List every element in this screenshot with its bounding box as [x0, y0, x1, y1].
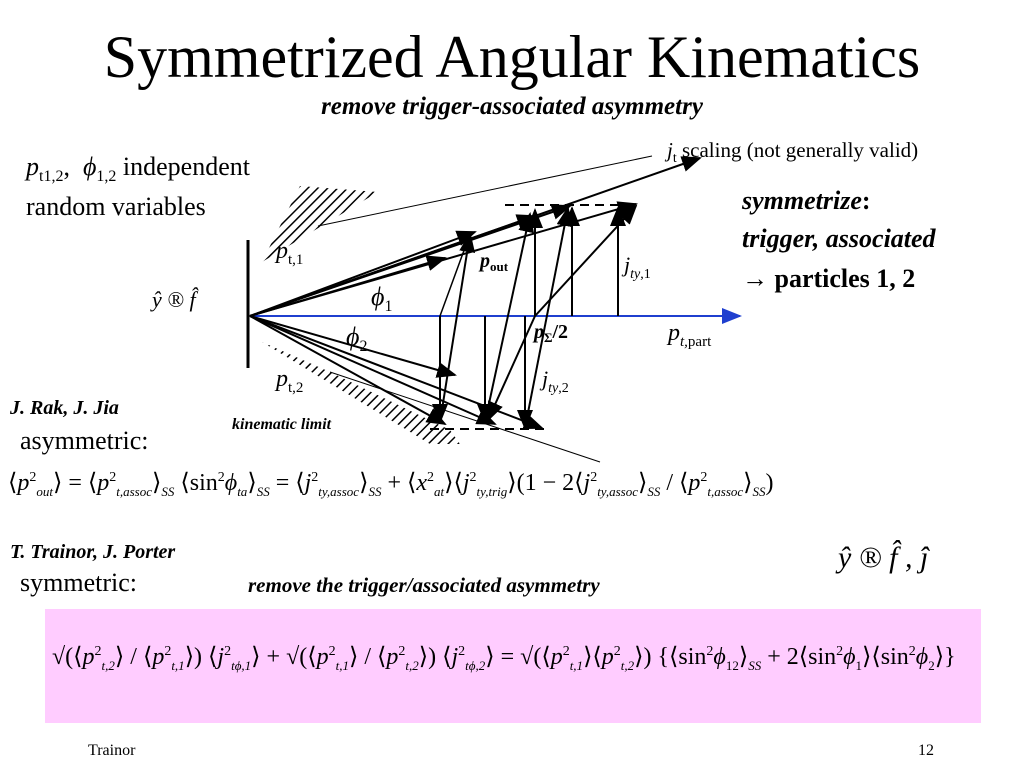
axis-relation-label: ŷ ® f̂ — [150, 287, 199, 312]
label-pt1: pt,1 — [274, 238, 303, 268]
variables-note-line2: random variables — [26, 192, 206, 221]
vector-lower-4 — [249, 315, 457, 378]
variables-note-suffix: independent — [122, 152, 250, 181]
symmetric-equation: √(⟨p2t,2⟩ / ⟨p2t,1⟩) ⟨j2tϕ,1⟩ + √(⟨p2t,1… — [52, 644, 956, 673]
cross-5 — [487, 315, 536, 422]
symmetric-axis-relation: ŷ ® f̂ , ĵ — [838, 541, 929, 574]
label-pt2: pt,2 — [274, 366, 303, 396]
scaling-note-text: scaling (not generally valid) — [681, 138, 919, 162]
lower-hatch — [262, 342, 460, 444]
section2-note: remove the trigger/associated asymmetry — [248, 573, 600, 597]
upper-guide-line — [317, 155, 653, 227]
section1-authors: J. Rak, J. Jia — [10, 397, 119, 419]
label-jty1: jty,1 — [621, 252, 651, 282]
vector-upper-6 — [249, 255, 447, 317]
footer-author: Trainor — [88, 742, 136, 759]
symmetric-equation-box — [45, 609, 981, 723]
vector-upper-5 — [249, 230, 477, 317]
label-psigma: pΣ/2 — [532, 321, 568, 345]
label-phi1: ϕ1 — [371, 282, 392, 315]
vector-lower-3 — [249, 315, 447, 425]
section2-label: symmetric: — [20, 568, 137, 597]
cross-2 — [484, 212, 535, 423]
vector-lower-2 — [249, 315, 497, 425]
section2-authors: T. Trainor, J. Porter — [10, 541, 176, 563]
cross-6 — [439, 233, 471, 317]
asymmetric-equation: ⟨p2out⟩ = ⟨p2t,assoc⟩SS ⟨sin2ϕta⟩SS = ⟨j… — [8, 470, 774, 499]
cross-3 — [524, 206, 573, 429]
cross-1 — [439, 232, 476, 423]
label-phi2: ϕ2 — [346, 322, 367, 355]
lower-guide-line — [329, 371, 601, 463]
kinematic-limit-label: kinematic limit — [232, 416, 332, 433]
section1-label: asymmetric: — [20, 426, 149, 455]
slide-subtitle: remove trigger-associated asymmetry — [321, 93, 703, 120]
particles-label: → particles 1, 2 — [742, 264, 916, 293]
footer-page-number: 12 — [918, 742, 934, 759]
upper-hatch — [262, 186, 378, 262]
label-pout: pout — [478, 250, 509, 274]
symmetrize-label: symmetrize: — [742, 186, 871, 215]
scaling-note: jt scaling (not generally valid) — [667, 138, 919, 167]
symmetrize-word: symmetrize — [742, 186, 862, 215]
slide-title: Symmetrized Angular Kinematics — [103, 24, 921, 90]
variables-note: pt1,2, ϕ1,2 independent — [26, 152, 250, 186]
particles-text: particles 1, 2 — [774, 264, 916, 293]
label-jty2: jty,2 — [539, 366, 569, 396]
cross-4 — [534, 204, 638, 317]
trigger-associated-label: trigger, associated — [742, 224, 936, 253]
label-pt-part: pt,part — [666, 320, 712, 350]
